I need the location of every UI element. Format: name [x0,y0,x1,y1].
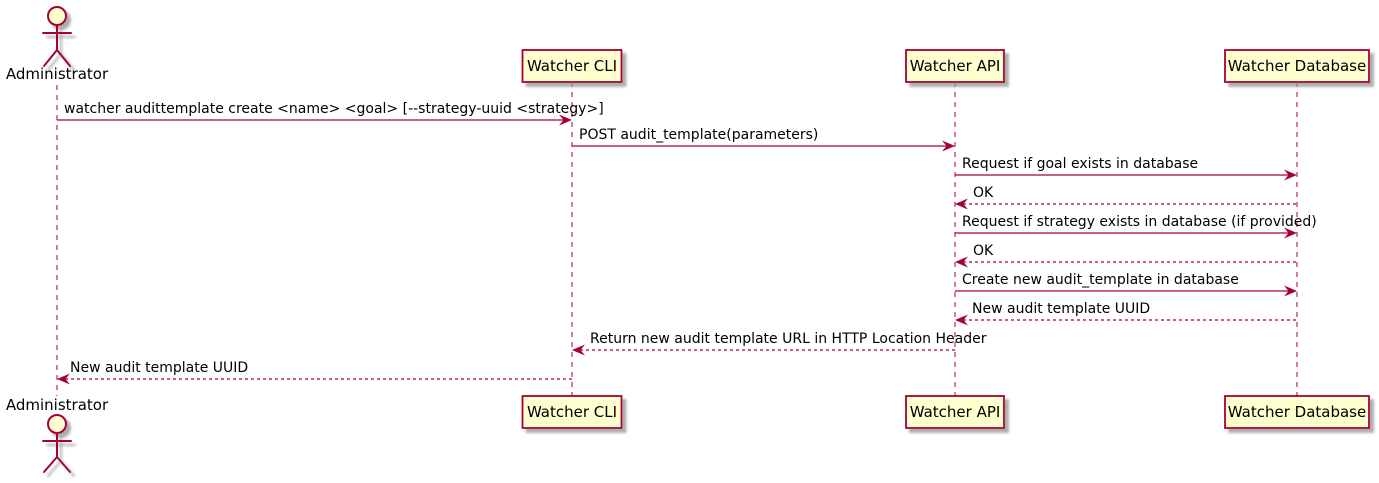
participant-box-watcher-database-top: Watcher Database [1224,49,1370,83]
actor-head-icon [47,414,67,434]
message-label: Request if goal exists in database [962,156,1198,172]
arrowhead-right-icon [1284,227,1297,239]
message-1: watcher audittemplate create <name> <goa… [57,101,604,126]
arrowhead-right-icon [942,140,955,152]
message-8: New audit template UUID [955,301,1297,326]
message-label: New audit template UUID [70,360,248,376]
message-3: Request if goal exists in database [955,156,1297,181]
participant-box-watcher-database-bottom: Watcher Database [1224,395,1370,429]
actor-body-icon [42,432,72,473]
participant-label: Watcher Database [1228,57,1366,75]
message-label: Return new audit template URL in HTTP Lo… [590,331,987,347]
actor-administrator-bottom [42,414,72,473]
arrowhead-left-icon [572,344,585,356]
participant-label: Watcher Database [1228,403,1366,421]
arrowhead-left-icon [955,314,968,326]
arrowhead-left-icon [57,373,70,385]
arrowhead-right-icon [1284,169,1297,181]
message-label: OK [973,185,994,201]
participant-box-watcher-api-top: Watcher API [905,49,1005,83]
arrowhead-left-icon [955,198,968,210]
message-5: Request if strategy exists in database (… [955,214,1317,239]
actor-body-icon [42,24,72,67]
message-label: New audit template UUID [972,301,1150,317]
message-label: POST audit_template(parameters) [579,127,818,143]
participant-label: Watcher CLI [527,403,617,421]
actor-administrator-top [42,6,72,67]
message-2: POST audit_template(parameters) [572,127,955,152]
arrowhead-left-icon [955,256,968,268]
message-label: watcher audittemplate create <name> <goa… [64,101,604,117]
actor-head-icon [47,6,67,26]
participant-box-watcher-api-bottom: Watcher API [905,395,1005,429]
message-label: Request if strategy exists in database (… [962,214,1317,230]
message-6: OK [955,243,1297,268]
actor-label-bottom: Administrator [6,396,109,414]
message-label: Create new audit_template in database [962,272,1239,288]
participant-label: Watcher API [910,403,1001,421]
arrowhead-right-icon [1284,285,1297,297]
participant-label: Watcher CLI [527,57,617,75]
actor-label-top: Administrator [6,65,109,83]
participant-box-watcher-cli-bottom: Watcher CLI [521,395,623,429]
arrowhead-right-icon [559,114,572,126]
message-7: Create new audit_template in database [955,272,1297,297]
participant-label: Watcher API [910,57,1001,75]
participant-box-watcher-cli-top: Watcher CLI [521,49,623,83]
message-10: New audit template UUID [57,360,572,385]
message-4: OK [955,185,1297,210]
message-9: Return new audit template URL in HTTP Lo… [572,331,987,356]
message-label: OK [973,243,994,259]
